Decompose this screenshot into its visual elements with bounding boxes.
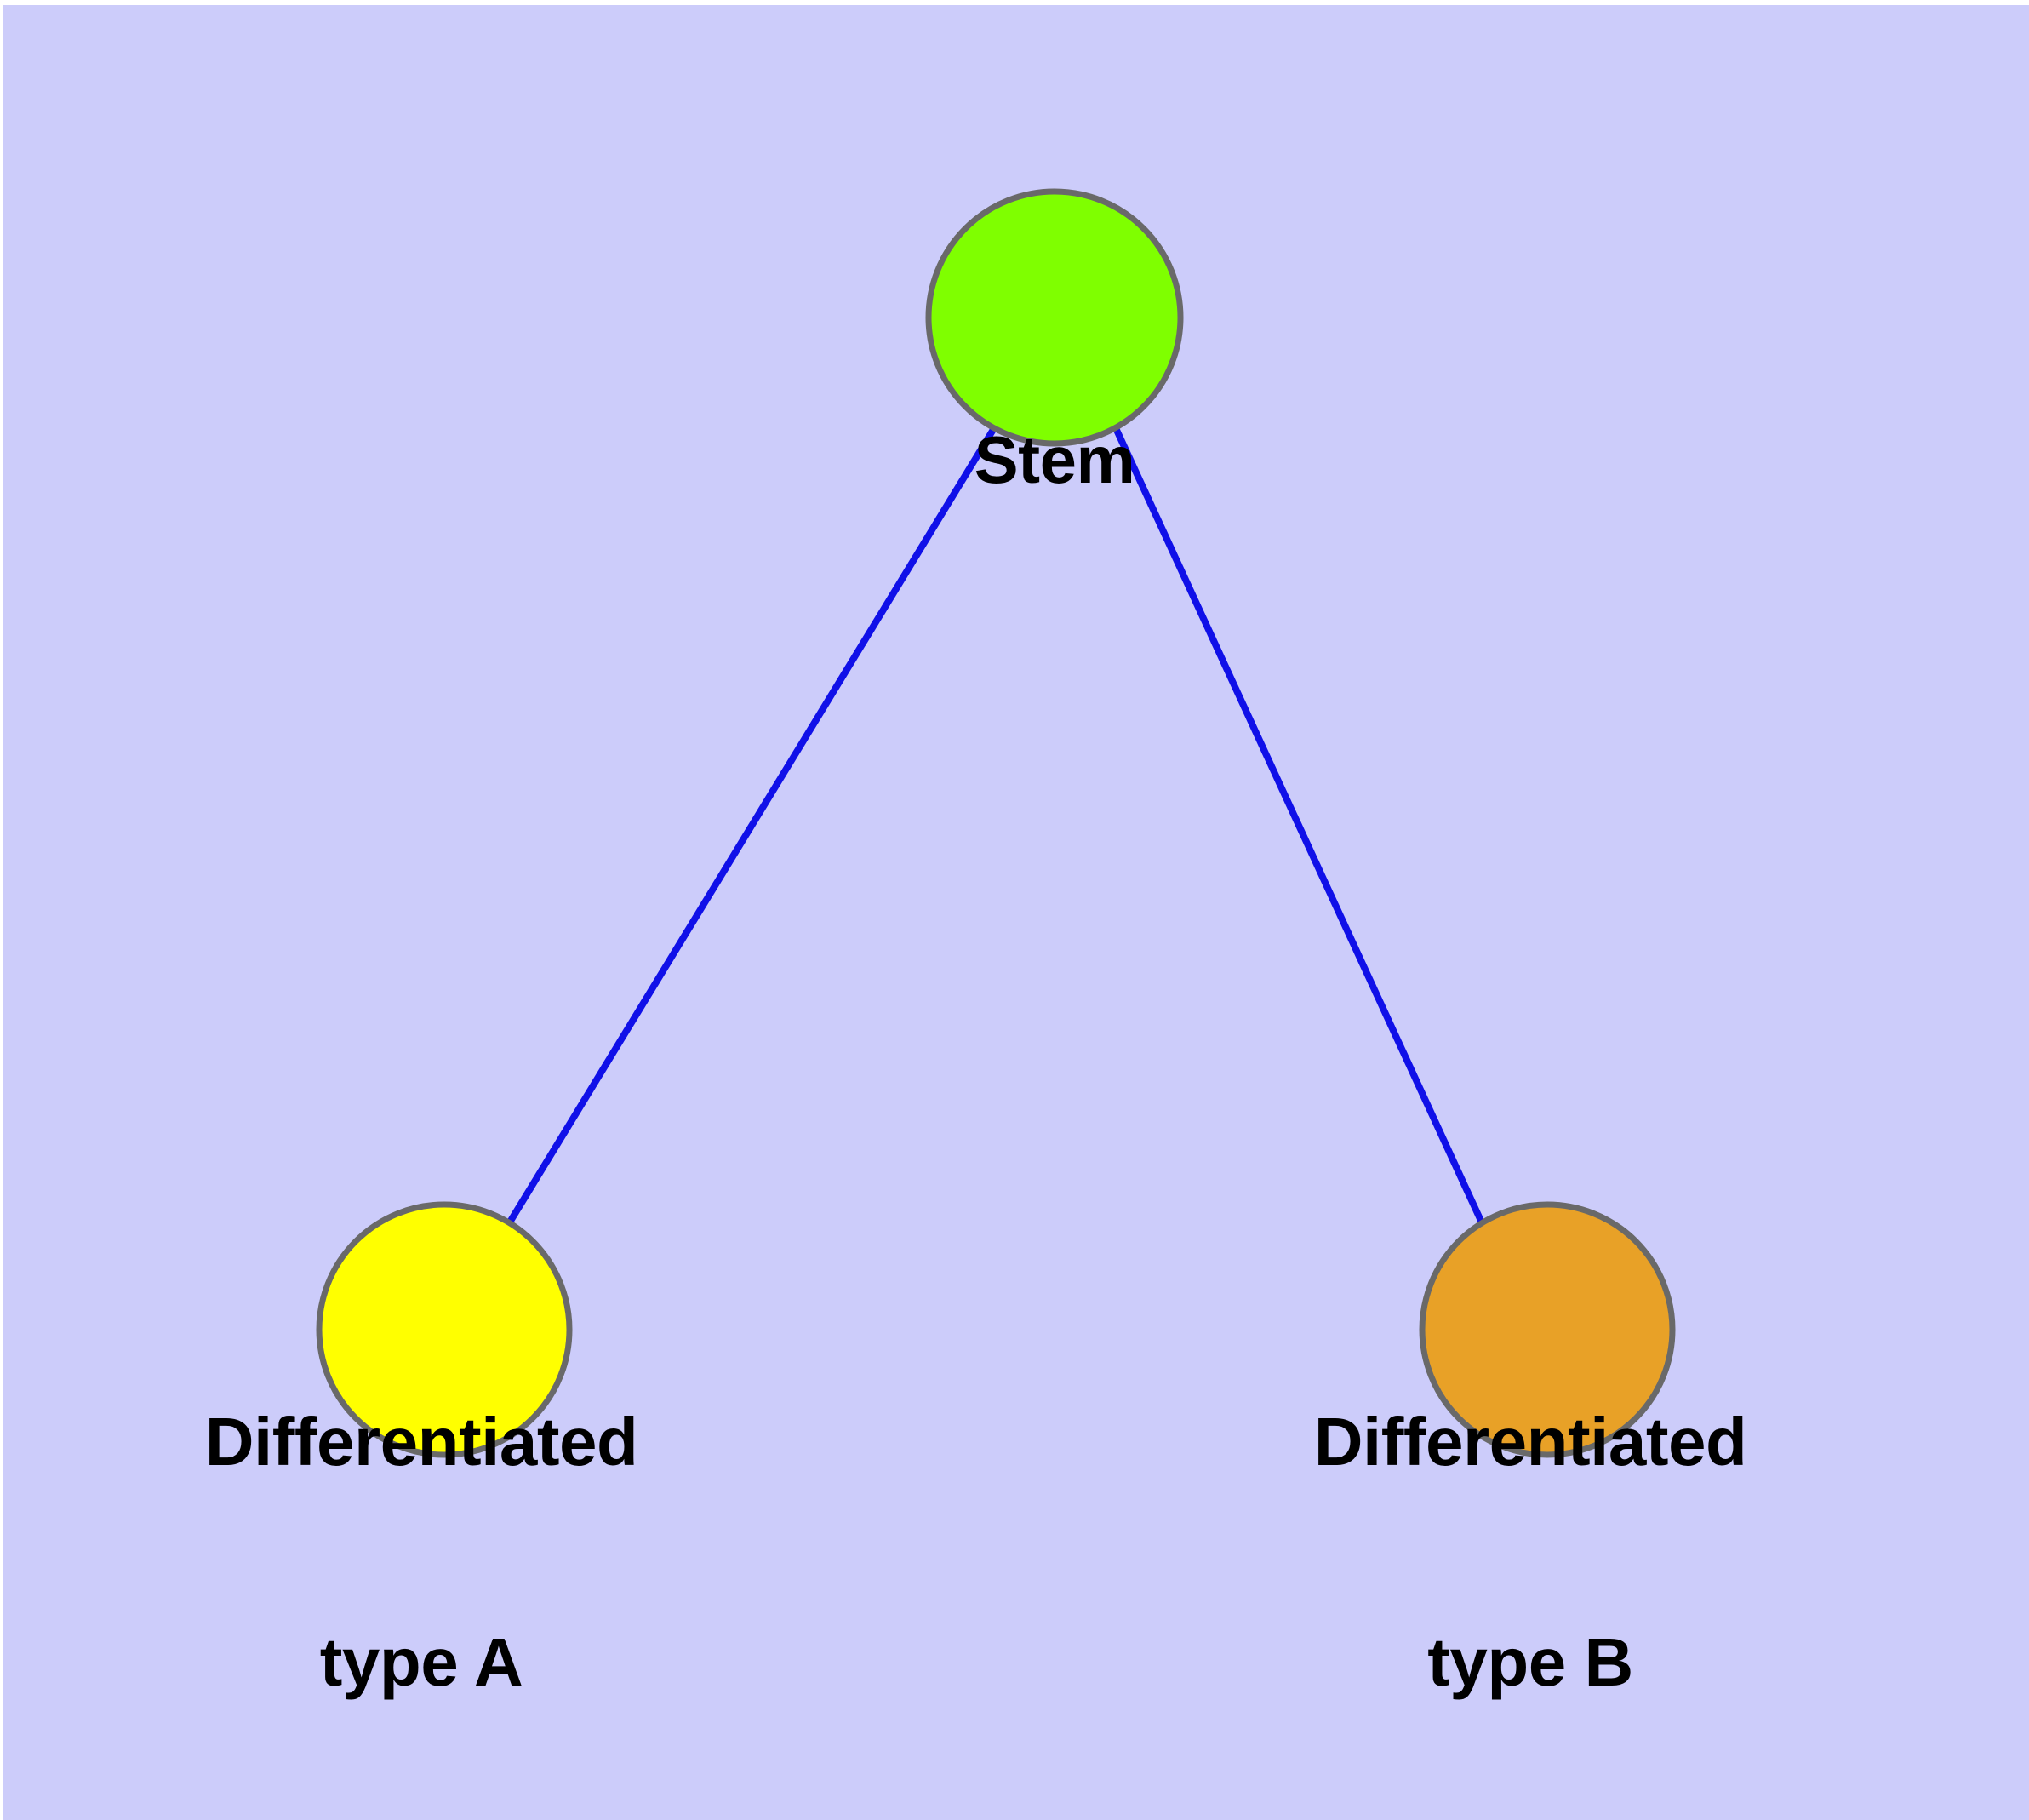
- node-differentiated-type-b[interactable]: [1419, 1201, 1676, 1458]
- edge-stem-to-diff-b: [1112, 426, 1484, 1222]
- edge-stem-to-diff-a: [507, 426, 997, 1223]
- node-layer: [316, 188, 1676, 1458]
- edge-layer: [507, 426, 1484, 1223]
- node-differentiated-type-a[interactable]: [316, 1201, 573, 1458]
- node-stem[interactable]: [925, 188, 1184, 447]
